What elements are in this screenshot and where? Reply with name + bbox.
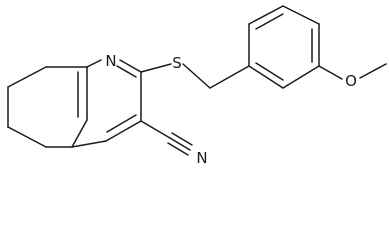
bond (182, 63, 211, 89)
bond (119, 59, 142, 73)
nitrile-nitrogen-label: N (196, 149, 207, 167)
ether-oxygen-label: O (345, 72, 357, 90)
methoxy-group (318, 63, 387, 80)
bond (255, 62, 284, 81)
bond (71, 140, 107, 148)
benzene-ring (248, 5, 320, 89)
bond (167, 142, 189, 156)
sulfur-label: S (172, 54, 182, 72)
bond (282, 65, 320, 89)
pyridine-ring (71, 59, 142, 148)
bond (318, 65, 343, 80)
bond (105, 120, 142, 142)
bond (171, 132, 193, 146)
bond (282, 5, 320, 25)
ring-nitrogen-label: N (105, 52, 116, 70)
bond (140, 120, 171, 139)
bond (7, 126, 47, 148)
nitrile-group (140, 120, 193, 156)
bond (248, 5, 284, 25)
bond (7, 66, 47, 88)
bond (106, 114, 137, 133)
saturated-ring (7, 66, 88, 148)
bond (116, 65, 137, 78)
thioether-linker (140, 63, 250, 89)
bond (86, 59, 102, 68)
bond (169, 137, 191, 151)
bond (71, 119, 88, 148)
bond (248, 65, 284, 89)
bond (209, 65, 250, 89)
bond (255, 13, 284, 30)
chemical-structure-diagram: N S O N (7, 5, 387, 167)
bond (359, 63, 387, 79)
bond (140, 63, 172, 73)
